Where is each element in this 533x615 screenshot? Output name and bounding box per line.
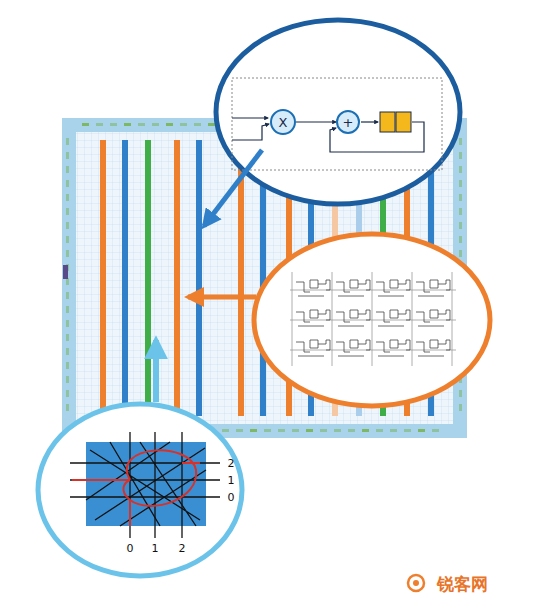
callout-arrow	[204, 150, 262, 226]
callout-arrow	[153, 340, 159, 402]
routing-callout	[38, 404, 242, 576]
track-number: 1	[152, 543, 159, 554]
dsp-callout	[216, 20, 460, 204]
routing-wires	[70, 432, 220, 538]
logic-cells	[290, 272, 456, 366]
track-number: 0	[228, 492, 235, 503]
routed-path	[72, 450, 200, 526]
signal-wire	[296, 121, 336, 122]
track-number: 0	[127, 543, 134, 554]
dsp-block-outline	[232, 78, 442, 170]
operator-symbol: +	[343, 116, 354, 129]
multiplier-circle: X	[270, 109, 296, 135]
track-number: 2	[228, 458, 235, 469]
track-number: 2	[179, 543, 186, 554]
watermark: 锐客网	[437, 576, 488, 593]
adder-circle: +	[336, 110, 360, 134]
switch-block	[86, 442, 206, 526]
operator-symbol: X	[279, 116, 288, 129]
logic-callout	[254, 234, 490, 406]
track-number: 1	[228, 475, 235, 486]
register	[396, 112, 411, 132]
register	[380, 112, 395, 132]
watermark-logo	[413, 580, 419, 586]
callout-arrow	[188, 295, 256, 300]
watermark-logo	[408, 575, 424, 591]
